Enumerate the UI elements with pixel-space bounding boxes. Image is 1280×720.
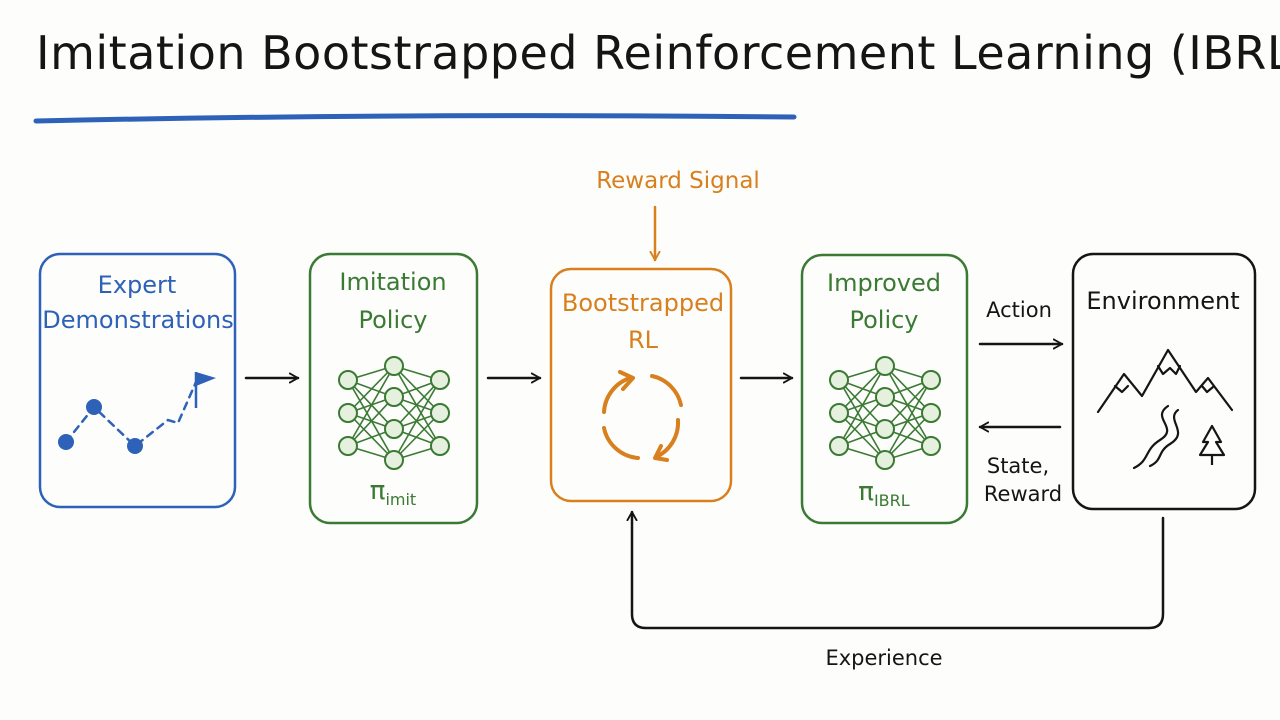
experience-label: Experience [825,646,943,670]
network-node [338,403,358,423]
network-node [921,436,941,456]
network-node [338,436,358,456]
network-node [921,370,941,390]
mountains-icon [1096,348,1234,470]
network-edge [884,365,932,447]
arrow-experience-loop [626,510,1165,630]
environment-title: Environment [1086,287,1240,315]
network-edge [393,412,441,461]
improved-title-line1: Improved [827,269,941,297]
imitation-title-line2: Policy [358,306,428,334]
network-edge [393,365,441,447]
bootstrapped-rl-box [549,267,733,503]
network-node [384,356,404,376]
network-node [430,436,450,456]
improved-policy-symbol: πIBRL [858,477,910,511]
expert-demonstrations-box [38,252,237,509]
bootstrapped-title-line2: RL [627,326,659,354]
neural-network-icon [338,356,450,470]
expert-trajectory-icon [58,372,216,454]
cycle-arrows-icon [602,370,683,462]
network-edge [393,379,441,430]
network-edge [347,412,395,461]
network-node [384,387,404,407]
network-node [875,419,895,439]
imitation-policy-symbol: πimit [369,476,417,510]
network-node [829,436,849,456]
network-edge [884,365,932,414]
bootstrapped-title-line1: Bootstrapped [561,289,725,317]
network-edge [884,379,932,430]
network-node [875,387,895,407]
network-node [875,356,895,376]
network-edge [884,412,932,461]
network-node [430,370,450,390]
expert-title-line2: Demonstrations [42,306,234,334]
network-node [829,403,849,423]
network-edge [347,379,395,461]
network-node [430,403,450,423]
network-edge [393,379,441,461]
imitation-title-line1: Imitation [339,268,447,296]
expert-title-line1: Expert [97,271,177,299]
network-node [875,450,895,470]
network-edge [347,396,395,447]
flag-icon [196,372,216,386]
title-underline [33,113,797,124]
improved-title-line2: Policy [849,306,919,334]
tree-icon [1198,424,1226,465]
network-node [921,403,941,423]
network-edge [347,365,395,414]
network-edge [347,365,395,447]
network-edge [838,379,886,461]
environment-box [1071,252,1257,511]
network-edge [838,365,886,414]
network-edge [838,365,886,447]
improved-policy-box [800,253,969,525]
reward-signal-label: Reward Signal [596,168,760,194]
state-label: State, [986,454,1050,478]
network-node [384,419,404,439]
winding-path-icon [1132,404,1170,470]
reward-label: Reward [983,482,1063,506]
action-label: Action [986,298,1052,322]
imitation-policy-box [308,252,479,525]
page-title: Imitation Bootstrapped Reinforcement Lea… [36,26,1280,80]
network-edge [838,412,886,461]
network-node [384,450,404,470]
network-edge [393,365,441,414]
network-edge [838,396,886,447]
network-node [338,370,358,390]
neural-network-icon [829,356,941,470]
network-node [829,370,849,390]
network-edge [884,379,932,461]
